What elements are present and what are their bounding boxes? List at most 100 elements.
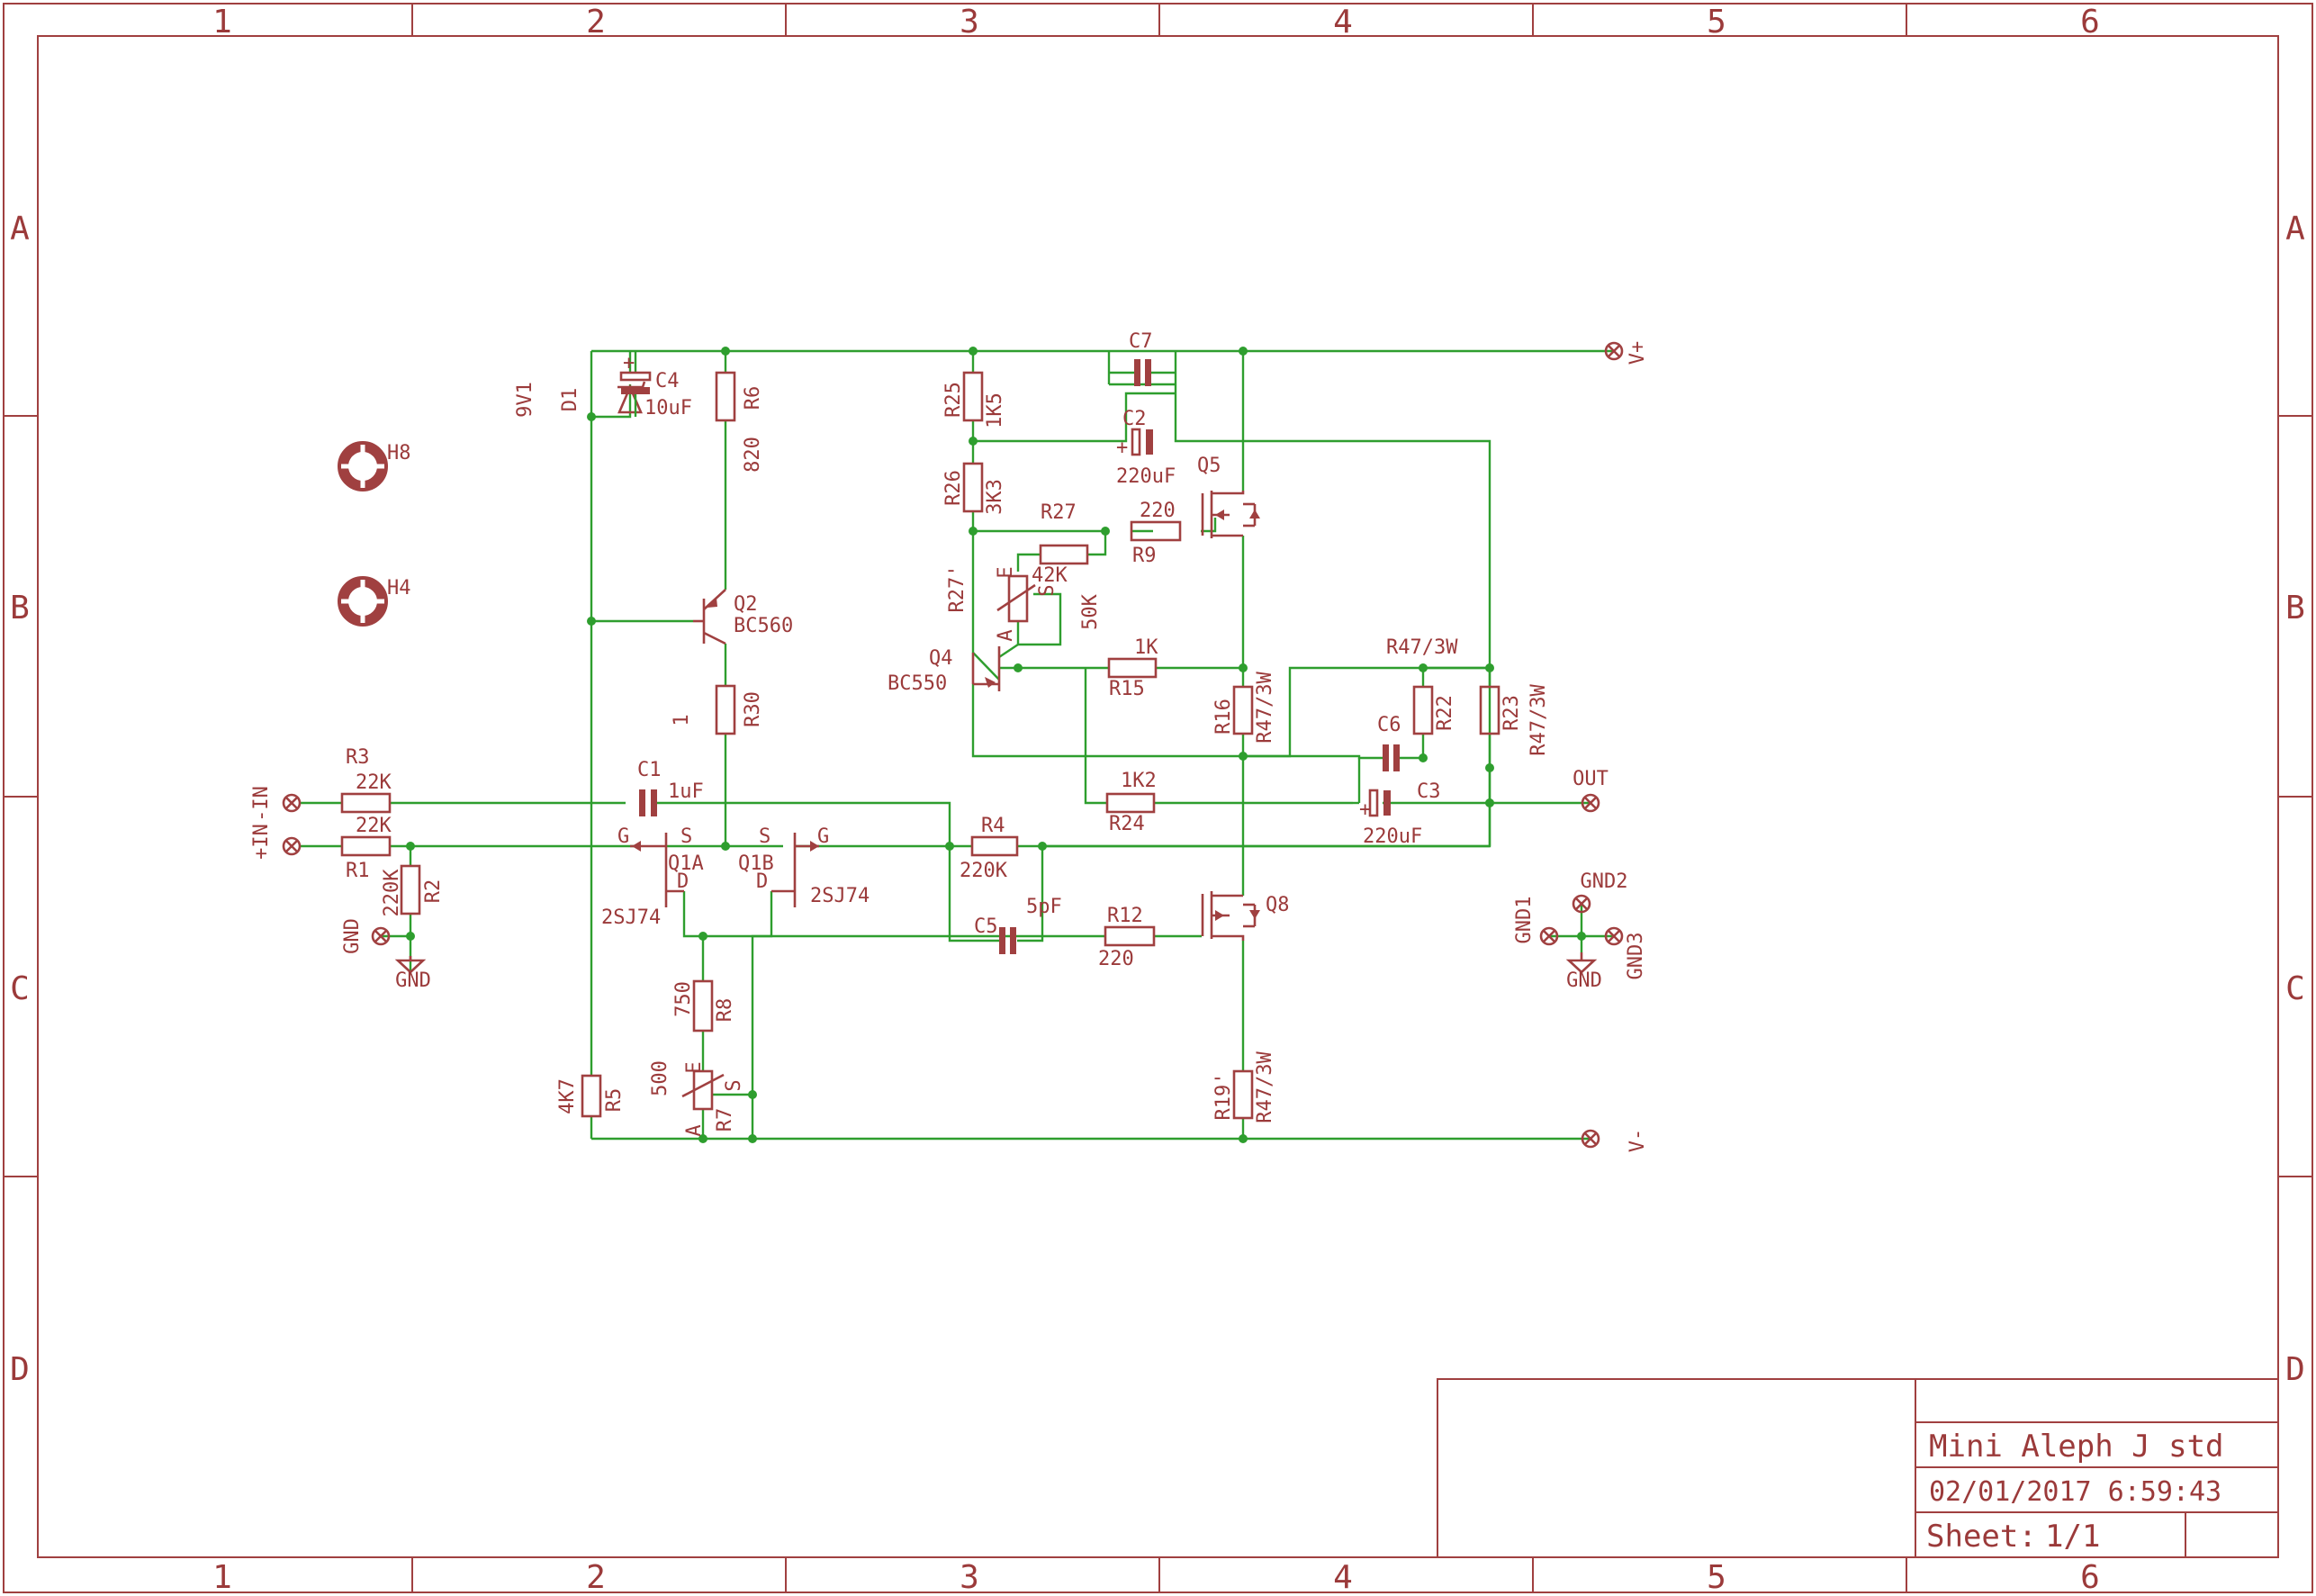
connector-vplus[interactable] xyxy=(1604,341,1624,361)
r7-name: R7 xyxy=(714,1108,736,1132)
resistor-r16[interactable] xyxy=(1232,685,1254,735)
resistor-r30[interactable] xyxy=(715,684,736,735)
trimmer-r7[interactable] xyxy=(681,1069,725,1111)
connector-gnd2[interactable] xyxy=(1572,894,1591,914)
r23-name: R23 xyxy=(1500,695,1523,731)
d1-name: D1 xyxy=(559,388,581,412)
mosfet-q5[interactable] xyxy=(1201,491,1260,538)
r30-value: 1 xyxy=(671,714,693,726)
r9-value: 220 xyxy=(1140,500,1176,522)
capacitor-c2[interactable] xyxy=(1131,428,1153,456)
resistor-r8[interactable] xyxy=(692,979,714,1032)
label-in-pos: +IN xyxy=(250,824,273,860)
ground-label-right: GND xyxy=(1566,969,1602,992)
resistor-r22[interactable] xyxy=(1412,685,1434,735)
resistor-r2[interactable] xyxy=(400,864,421,915)
trimmer-r27p[interactable] xyxy=(996,574,1036,623)
capacitor-c3[interactable] xyxy=(1368,789,1391,817)
r26-name: R26 xyxy=(942,470,965,506)
resistor-r3[interactable] xyxy=(340,792,392,814)
col-label-top-1: 1 xyxy=(212,4,232,41)
c6-name: C6 xyxy=(1377,714,1401,736)
sheet-label: Sheet: xyxy=(1926,1519,2037,1555)
transistor-q4[interactable] xyxy=(971,646,1001,691)
ground-label-left: GND xyxy=(395,969,431,992)
resistor-r12[interactable] xyxy=(1104,925,1156,947)
r6-name: R6 xyxy=(742,386,764,410)
jfet-q1a[interactable] xyxy=(630,833,684,907)
resistor-r5[interactable] xyxy=(581,1074,602,1118)
connector-gnd-left[interactable] xyxy=(371,926,391,946)
d1-value: 9V1 xyxy=(514,382,536,418)
q1b-value: 2SJ74 xyxy=(810,885,870,907)
col-label-bottom-4: 4 xyxy=(1333,1559,1353,1596)
mosfet-q8[interactable] xyxy=(1201,891,1260,941)
r26-value: 3K3 xyxy=(984,479,1006,515)
row-label-left-b: B xyxy=(10,590,30,627)
r1-value: 22K xyxy=(356,815,392,837)
resistor-r1[interactable] xyxy=(340,835,392,857)
c1-name: C1 xyxy=(637,759,662,781)
row-label-left-a: A xyxy=(10,211,30,248)
r30-name: R30 xyxy=(742,691,764,727)
r25-name: R25 xyxy=(942,382,965,418)
label-gnd3: GND3 xyxy=(1625,933,1647,980)
r12-name: R12 xyxy=(1107,905,1143,927)
r3-value: 22K xyxy=(356,771,392,794)
r15-name: R15 xyxy=(1109,678,1145,700)
c5-name: C5 xyxy=(974,915,998,938)
col-label-top-2: 2 xyxy=(586,4,606,41)
q1a-source-label: S xyxy=(680,825,692,848)
col-label-bottom-3: 3 xyxy=(960,1559,979,1596)
resistor-r24[interactable] xyxy=(1105,792,1156,814)
q1b-source-label: S xyxy=(759,825,770,848)
connector-in-neg[interactable] xyxy=(282,793,302,813)
r27-name: R27 xyxy=(1041,501,1077,524)
c3-value: 220uF xyxy=(1363,825,1422,848)
col-label-bottom-5: 5 xyxy=(1707,1559,1726,1596)
q1b-name: Q1B xyxy=(738,852,774,875)
c4-name: C4 xyxy=(655,370,680,392)
transistor-q2[interactable] xyxy=(693,589,726,645)
capacitor-c1[interactable] xyxy=(639,789,657,816)
connector-in-pos[interactable] xyxy=(282,836,302,856)
sheet-value: 1/1 xyxy=(2045,1519,2100,1555)
r4-name: R4 xyxy=(981,815,1005,837)
mounting-hole-h8-icon xyxy=(338,441,388,491)
r22-name: R22 xyxy=(1434,695,1456,731)
connector-out[interactable] xyxy=(1581,793,1600,813)
r7-pin-s: S xyxy=(723,1079,745,1091)
row-label-right-d: D xyxy=(2285,1351,2305,1388)
ground-symbol-left xyxy=(394,956,427,974)
r27p-name: R27' xyxy=(946,565,969,613)
capacitor-c6[interactable] xyxy=(1383,744,1400,771)
resistor-r26[interactable] xyxy=(962,462,984,513)
r25-value: 1K5 xyxy=(984,392,1006,428)
resistor-r19[interactable] xyxy=(1232,1069,1254,1120)
frame-row-labels: A B C D A B C D xyxy=(10,211,2305,1388)
col-label-bottom-1: 1 xyxy=(212,1559,232,1596)
resistor-r15[interactable] xyxy=(1107,657,1158,679)
jfet-q1b[interactable] xyxy=(771,833,819,907)
r27p-pin-a: A xyxy=(995,629,1017,641)
q1b-gate-label: G xyxy=(817,825,829,848)
c2-name: C2 xyxy=(1122,408,1147,430)
c2-value: 220uF xyxy=(1116,465,1176,488)
resistor-r25[interactable] xyxy=(962,371,984,422)
r24-name: R24 xyxy=(1109,813,1145,835)
resistor-r27[interactable] xyxy=(1039,544,1089,565)
resistor-r9[interactable] xyxy=(1130,520,1182,542)
connector-gnd1[interactable] xyxy=(1539,926,1559,946)
q1a-value: 2SJ74 xyxy=(601,906,661,929)
capacitor-c7[interactable] xyxy=(1109,359,1176,386)
connector-gnd3[interactable] xyxy=(1604,926,1624,946)
resistor-r23[interactable] xyxy=(1479,685,1500,735)
connector-vminus[interactable] xyxy=(1581,1129,1600,1149)
drawing-frame xyxy=(3,3,2313,1593)
capacitor-c4[interactable] xyxy=(619,351,652,417)
row-label-right-b: B xyxy=(2285,590,2305,627)
resistor-r4[interactable] xyxy=(970,835,1019,857)
resistor-r6[interactable] xyxy=(715,371,736,422)
r1-name: R1 xyxy=(346,860,370,882)
capacitor-c5[interactable] xyxy=(999,927,1016,954)
